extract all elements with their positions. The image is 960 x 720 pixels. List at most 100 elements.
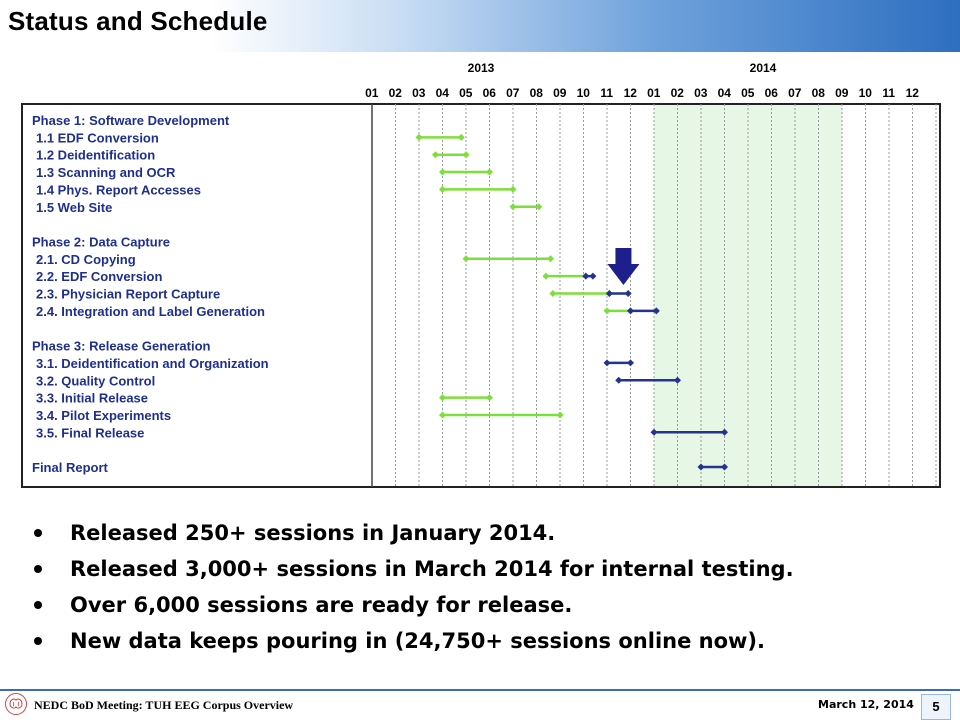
month-label: 10 [859,86,873,100]
month-label: 04 [436,86,450,100]
month-label: 04 [718,86,732,100]
task-label: 1.4 Phys. Report Accesses [36,182,201,197]
task-bar-endpoint [627,359,634,367]
bullet-text: Released 250+ sessions in January 2014. [70,521,556,545]
task-bar-endpoint [542,272,550,280]
task-bar-endpoint [549,290,557,297]
gantt-frame [21,103,941,488]
task-label: 1.1 EDF Conversion [36,130,159,145]
month-label: 08 [530,86,544,100]
task-bar-endpoint [415,133,423,141]
task-bar-endpoint [486,168,493,176]
month-label: 06 [483,86,497,100]
task-bar-endpoint [650,428,658,436]
task-bar-endpoint [697,463,705,471]
task-bar-endpoint [582,272,590,280]
task-bar-endpoint [547,255,555,263]
shaded-2014-region [654,104,842,487]
task-label: 3.2. Quality Control [36,373,155,388]
current-status-arrow-icon [607,248,640,285]
task-label: 1.3 Scanning and OCR [36,165,176,180]
task-bar-endpoint [721,428,728,436]
task-bar-endpoint [603,307,611,315]
task-bar-endpoint [627,307,634,315]
gantt-chart: 2013 2014 01 02 03 04 05 06 07 08 09 10 11 12 01 02 03 04… [21,61,941,488]
task-label: 3.1. Deidentification and Organization [36,356,269,371]
slide-title: Status and Schedule [8,6,268,36]
phase-heading: Final Report [32,460,109,475]
task-bar-endpoint [439,411,446,419]
bullet-item: Released 250+ sessions in January 2014. [34,515,944,551]
month-label: 12 [906,86,920,100]
phase-heading: Phase 3: Release Generation [32,339,211,354]
month-label: 09 [553,86,567,100]
footer-date: March 12, 2014 [818,698,914,711]
task-bar-endpoint [439,394,446,402]
task-bar-endpoint [535,203,543,211]
task-label: 3.5. Final Release [36,425,144,440]
bullet-item: Released 3,000+ sessions in March 2014 f… [34,551,944,587]
month-label: 10 [577,86,591,100]
task-label: 1.2 Deidentification [36,148,155,163]
task-bar-endpoint [721,463,728,471]
month-label: 02 [671,86,685,100]
task-label: 3.4. Pilot Experiments [36,408,171,423]
month-label: 07 [788,86,802,100]
task-bar-endpoint [462,151,470,159]
task-bar-endpoint [462,255,470,263]
page-number: 5 [921,694,951,720]
brain-logo-icon [5,693,27,715]
bullet-text: Over 6,000 sessions are ready for releas… [70,593,573,617]
task-bar-endpoint [652,307,660,315]
task-bar-endpoint [556,411,564,419]
month-label: 05 [741,86,755,100]
month-label: 01 [647,86,661,100]
bullet-dot [34,565,42,573]
year-label: 2013 [468,61,495,75]
task-bar-endpoint [603,359,611,367]
task-bar-endpoint [589,272,597,280]
footer-meeting-title: NEDC BoD Meeting: TUH EEG Corpus Overvie… [34,698,294,712]
task-label: 2.3. Physician Report Capture [36,287,220,302]
task-bar-endpoint [624,290,632,297]
task-bar-endpoint [605,290,613,297]
task-bar-endpoint [509,185,517,193]
task-bar-endpoint [486,394,493,402]
month-label: 03 [412,86,426,100]
task-label: 2.2. EDF Conversion [36,269,162,284]
task-bar-endpoint [509,203,517,211]
month-label: 07 [506,86,520,100]
month-label: 09 [835,86,849,100]
footer-divider [0,689,960,691]
bullet-dot [34,637,42,645]
bullet-item: New data keeps pouring in (24,750+ sessi… [34,623,944,659]
bullet-text: Released 3,000+ sessions in March 2014 f… [70,557,794,581]
phase-heading: Phase 1: Software Development [32,113,230,128]
month-label: 02 [389,86,403,100]
title-banner: Status and Schedule [0,0,960,52]
task-bar-endpoint [439,185,446,193]
month-label: 08 [812,86,826,100]
month-label: 01 [365,86,379,100]
task-bar-endpoint [615,376,623,384]
month-label: 06 [765,86,779,100]
task-label: 2.1. CD Copying [36,252,136,267]
month-label: 05 [459,86,473,100]
month-label: 03 [694,86,708,100]
bullet-item: Over 6,000 sessions are ready for releas… [34,587,944,623]
bullet-text: New data keeps pouring in (24,750+ sessi… [70,629,765,653]
month-label: 12 [624,86,638,100]
task-label: 2.4. Integration and Label Generation [36,304,265,319]
task-bar-endpoint [457,133,465,141]
task-label: 3.3. Initial Release [36,391,148,406]
task-bar-endpoint [439,168,446,176]
year-label: 2014 [750,61,777,75]
task-bar-endpoint [431,151,439,159]
task-label: 1.5 Web Site [36,200,112,215]
month-label: 11 [882,86,895,100]
bullet-dot [34,529,42,537]
phase-heading: Phase 2: Data Capture [32,234,170,249]
month-label: 11 [600,86,613,100]
bullet-list: Released 250+ sessions in January 2014. … [34,515,944,659]
task-bar-endpoint [674,376,681,384]
